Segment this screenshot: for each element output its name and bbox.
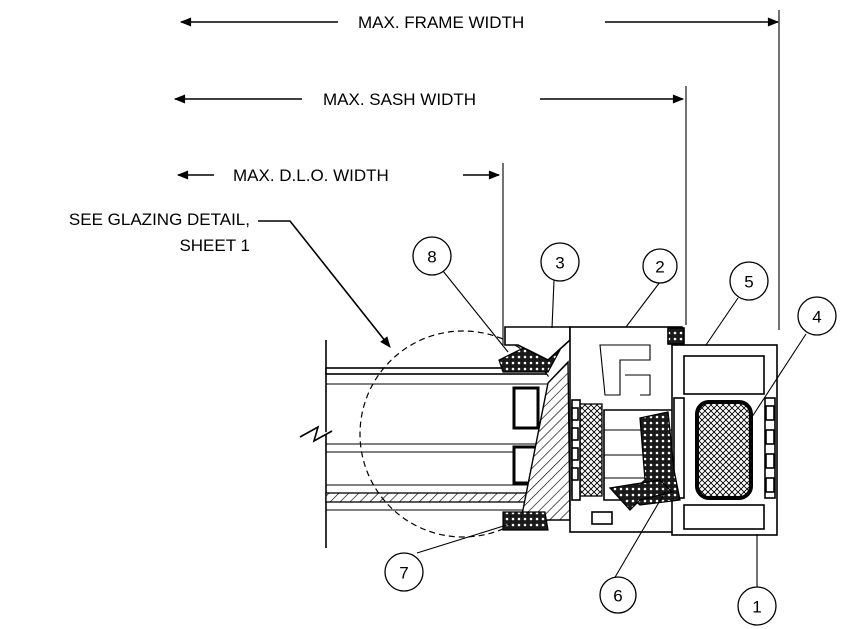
balloon-8: 8 bbox=[412, 236, 452, 276]
balloon-2: 2 bbox=[642, 248, 678, 284]
balloon-1: 1 bbox=[737, 586, 777, 626]
balloon-6: 6 bbox=[599, 576, 637, 614]
frame-width-dimension: MAX. FRAME WIDTH bbox=[179, 10, 780, 330]
sash-width-dimension: MAX. SASH WIDTH bbox=[173, 86, 687, 325]
frame-width-label: MAX. FRAME WIDTH bbox=[358, 13, 524, 32]
balloon-5: 5 bbox=[729, 261, 769, 301]
balloon-7: 7 bbox=[384, 552, 424, 592]
sash-width-label: MAX. SASH WIDTH bbox=[323, 90, 476, 109]
balloon-4: 4 bbox=[797, 296, 837, 336]
glazing-bead bbox=[498, 326, 571, 531]
svg-text:2: 2 bbox=[655, 258, 664, 277]
svg-text:5: 5 bbox=[744, 273, 753, 292]
callout-line-2: SHEET 1 bbox=[179, 236, 250, 255]
frame-profile bbox=[608, 344, 778, 536]
leader-lines bbox=[416, 270, 807, 587]
balloon-3: 3 bbox=[540, 242, 580, 282]
svg-text:7: 7 bbox=[399, 564, 408, 583]
svg-text:8: 8 bbox=[427, 248, 436, 267]
glazing-detail-callout: SEE GLAZING DETAIL, SHEET 1 bbox=[69, 210, 391, 348]
dlo-width-dimension: MAX. D.L.O. WIDTH bbox=[176, 163, 504, 345]
svg-text:4: 4 bbox=[812, 308, 821, 327]
svg-text:3: 3 bbox=[555, 254, 564, 273]
dlo-width-label: MAX. D.L.O. WIDTH bbox=[233, 166, 389, 185]
svg-text:1: 1 bbox=[752, 598, 761, 617]
svg-text:6: 6 bbox=[613, 587, 622, 606]
callout-line-1: SEE GLAZING DETAIL, bbox=[69, 210, 250, 229]
